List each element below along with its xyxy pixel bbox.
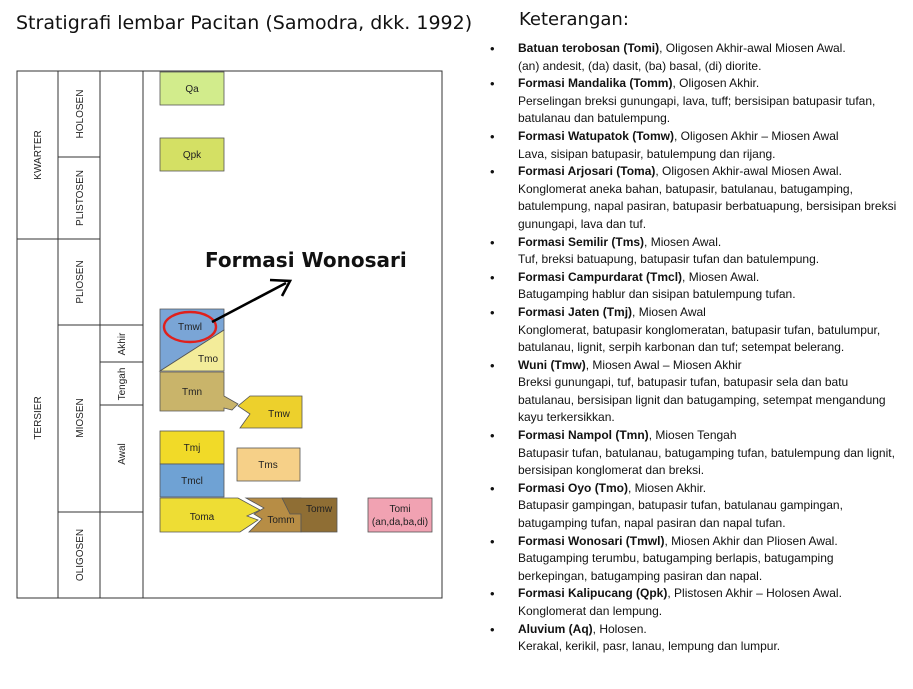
unit-tmn [159, 371, 239, 412]
unit-tmo [158, 329, 225, 372]
legend-item-age: , Plistosen Akhir – Holosen Awal. [667, 586, 842, 601]
unit-tmw [237, 395, 303, 429]
epoch-label-plistosen: PLISTOSEN [75, 170, 86, 226]
legend-item-name: Formasi Watupatok (Tomw) [518, 128, 674, 143]
legend-item: Formasi Jaten (Tmj), Miosen AwalKonglome… [490, 304, 905, 357]
unit-tomi-sublabel: (an,da,ba,di) [372, 517, 428, 528]
legend-item: Formasi Mandalika (Tomm), Oligosen Akhir… [490, 75, 905, 128]
unit-tmo-label: Tmo [198, 354, 218, 365]
unit-tmn-label: Tmn [182, 387, 202, 398]
legend-item-name: Batuan terobosan (Tomi) [518, 41, 660, 55]
legend-item: Formasi Oyo (Tmo), Miosen Akhir. Batupasi… [490, 480, 905, 533]
unit-tomw-label: Tomw [306, 504, 333, 515]
legend-item-age: , Oligosen Akhir-awal Miosen Awal. [659, 41, 846, 55]
unit-toma-label: Toma [190, 512, 215, 523]
subepoch-label-tengah: Tengah [117, 368, 128, 401]
legend-item-age: , Miosen Awal [632, 304, 706, 319]
legend-item-name: Formasi Semilir (Tms) [518, 234, 645, 249]
legend-item-desc: Perselingan breksi gunungapi, lava, tuff… [518, 93, 876, 126]
unit-tomi [367, 497, 433, 533]
period-label-tersier: TERSIER [33, 396, 44, 439]
legend-item-name: Aluvium (Aq) [518, 621, 593, 636]
legend-item: Batuan terobosan (Tomi), Oligosen Akhir-… [490, 40, 905, 75]
legend-item-desc: Lava, sisipan batupasir, batulempung dan… [518, 146, 776, 161]
legend-item-name: Wuni (Tmw) [518, 357, 586, 372]
legend-item-age: , Holosen. [592, 621, 647, 636]
legend-item-age: , Oligosen Akhir – Miosen Awal [674, 128, 839, 143]
legend-item-age: , Oligosen Akhir. [672, 76, 760, 91]
unit-tmcl [159, 463, 225, 498]
legend-item-desc: Batupasir gampingan, batupasir tufan, ba… [518, 498, 843, 531]
legend-item: Formasi Watupatok (Tomw), Oligosen Akhir… [490, 128, 905, 163]
legend-item: Formasi Campurdarat (Tmcl), Miosen Awal.… [490, 269, 905, 304]
unit-toma [159, 497, 261, 533]
legend-item-desc: Batupasir tufan, batulanau, batugamping … [518, 445, 895, 478]
unit-qa [159, 71, 225, 106]
unit-tmw-label: Tmw [268, 409, 290, 420]
subepoch-label-awal: Awal [117, 443, 128, 465]
epoch-label-oligosen: OLIGOSEN [75, 529, 86, 581]
legend-item-name: Formasi Mandalika (Tomm) [518, 76, 673, 91]
legend-item: Aluvium (Aq), Holosen. Kerakal, kerikil, … [490, 621, 905, 656]
legend-item-desc: Konglomerat aneka bahan, batupasir, batu… [518, 181, 897, 231]
unit-tomi-label: Tomi [389, 504, 410, 515]
legend-item-desc: Breksi gunungapi, tuf, batupasir tufan, … [518, 375, 886, 425]
legend-item-name: Formasi Campurdarat (Tmcl) [518, 269, 683, 284]
epoch-label-pliosen: PLIOSEN [75, 260, 86, 303]
unit-tmj-label: Tmj [184, 443, 201, 454]
unit-qpk-label: Qpk [183, 150, 202, 161]
legend-item-age: , Miosen Awal – Miosen Akhir [585, 357, 742, 372]
legend-item-desc: Tuf, breksi batuapung, batupasir tufan d… [518, 252, 820, 267]
legend-item-desc: Batugamping hablur dan sisipan batulempu… [518, 287, 796, 302]
unit-tomw [281, 497, 338, 533]
legend-item-desc: Konglomerat, batupasir konglomeratan, ba… [518, 322, 881, 355]
legend-item-desc: (an) andesit, (da) dasit, (ba) basal, (d… [518, 58, 762, 73]
epoch-label-miosen: MIOSEN [75, 398, 86, 437]
legend-item-age: , Miosen Awal. [682, 269, 760, 284]
unit-tomm-label: Tomm [267, 515, 294, 526]
period-label-kwarter: KWARTER [33, 130, 44, 179]
subepoch-label-akhir: Akhir [117, 332, 128, 355]
unit-tmcl-label: Tmcl [181, 476, 203, 487]
annotation-arrow-head [269, 278, 293, 297]
legend-item-name: Formasi Nampol (Tmn) [518, 428, 649, 443]
legend-item: Formasi Arjosari (Toma), Oligosen Akhir-… [490, 163, 905, 233]
legend-item-name: Formasi Kalipucang (Qpk) [518, 586, 668, 601]
legend-item-name: Formasi Wonosari (Tmwl) [518, 533, 665, 548]
epoch-label-holosen: HOLOSEN [75, 90, 86, 139]
annotation-arrow-line [211, 281, 287, 324]
legend-list: Batuan terobosan (Tomi), Oligosen Akhir-… [490, 40, 905, 656]
unit-qpk [159, 137, 225, 172]
unit-qa-label: Qa [185, 84, 199, 95]
legend-item: Formasi Nampol (Tmn), Miosen TengahBatup… [490, 427, 905, 480]
legend-title: Keterangan: [519, 9, 629, 30]
legend-item-age: , Miosen Akhir. [628, 480, 707, 495]
legend-item-desc: Kerakal, kerikil, pasr, lanau, lempung d… [518, 639, 781, 654]
unit-tmwl-label: Tmwl [178, 322, 202, 333]
legend-item-age: , Miosen Akhir dan Pliosen Awal. [664, 533, 838, 548]
legend-item-name: Formasi Jaten (Tmj) [518, 304, 633, 319]
unit-tms [236, 447, 301, 482]
legend-item-name: Formasi Arjosari (Toma) [518, 164, 656, 179]
legend-item: Formasi Semilir (Tms), Miosen Awal. Tuf, … [490, 234, 905, 269]
unit-tms-label: Tms [258, 460, 277, 471]
legend-item-name: Formasi Oyo (Tmo) [518, 480, 629, 495]
legend-item-desc: Batugamping terumbu, batugamping berlapi… [518, 551, 834, 583]
highlight-circle [162, 310, 218, 344]
legend-item: Formasi Wonosari (Tmwl), Miosen Akhir da… [490, 533, 905, 586]
legend-item-desc: Konglomerat dan lempung. [518, 604, 663, 618]
legend-item: Wuni (Tmw), Miosen Awal – Miosen AkhirBr… [490, 357, 905, 427]
legend-item: Formasi Kalipucang (Qpk), Plistosen Akhi… [490, 585, 905, 620]
stratigraphy-chart: KWARTER TERSIER HOLOSEN PLISTOSEN PLIOSE… [16, 70, 443, 599]
page-title: Stratigrafi lembar Pacitan (Samodra, dkk… [16, 12, 473, 34]
legend-item-age: , Miosen Awal. [644, 234, 722, 249]
legend-item-age: , Oligosen Akhir-awal Miosen Awal. [655, 164, 842, 179]
annotation-label: Formasi Wonosari [205, 248, 407, 272]
legend-item-age: , Miosen Tengah [648, 428, 737, 443]
